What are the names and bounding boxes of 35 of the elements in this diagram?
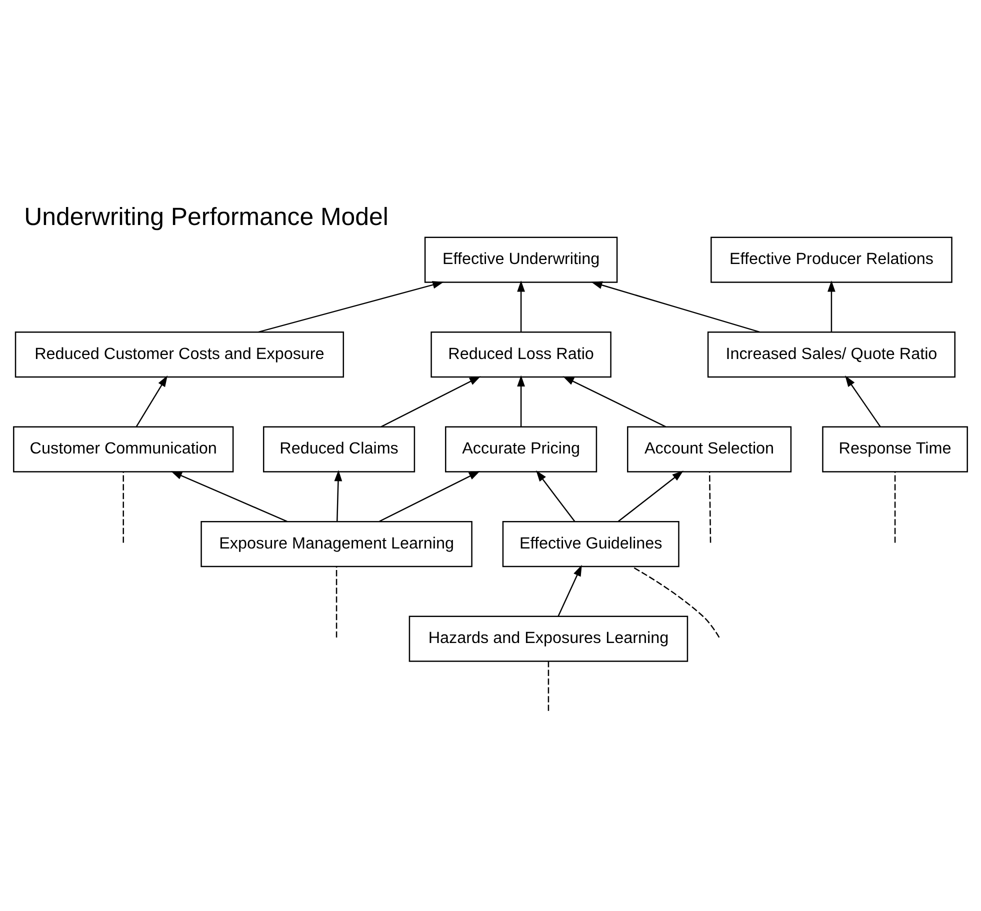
node-box: Reduced Loss Ratio bbox=[430, 331, 612, 378]
arrow bbox=[379, 470, 480, 522]
arrow bbox=[170, 470, 288, 522]
arrow bbox=[591, 280, 760, 332]
node-box: Increased Sales/ Quote Ratio bbox=[707, 331, 956, 378]
arrow bbox=[562, 376, 666, 427]
connector bbox=[548, 660, 550, 710]
node-box: Customer Communication bbox=[13, 426, 234, 472]
node-box: Hazards and Exposures Learning bbox=[408, 615, 688, 662]
node-box: Reduced Claims bbox=[262, 426, 416, 472]
connector bbox=[632, 566, 720, 638]
arrow bbox=[517, 280, 525, 332]
node-box: Response Time bbox=[822, 426, 968, 472]
connector bbox=[894, 471, 896, 542]
arrow bbox=[828, 280, 836, 332]
arrow bbox=[536, 470, 576, 522]
node-box: Account Selection bbox=[627, 426, 792, 472]
arrow bbox=[558, 564, 582, 616]
node-box: Effective Underwriting bbox=[424, 236, 618, 282]
arrow bbox=[845, 375, 881, 427]
arrow bbox=[618, 470, 684, 522]
arrow bbox=[136, 375, 168, 426]
connector bbox=[336, 566, 338, 637]
node-box: Effective Producer Relations bbox=[710, 236, 952, 282]
node-box: Reduced Customer Costs and Exposure bbox=[14, 331, 344, 378]
arrow bbox=[380, 376, 481, 427]
node-box: Accurate Pricing bbox=[445, 426, 598, 472]
connector bbox=[708, 471, 712, 542]
arrow bbox=[517, 374, 525, 426]
node-box: Exposure Management Learning bbox=[200, 520, 472, 567]
arrow bbox=[334, 469, 342, 521]
node-box: Effective Guidelines bbox=[502, 520, 680, 567]
connector bbox=[122, 471, 124, 542]
arrow bbox=[258, 280, 444, 332]
diagram-title: Underwriting Performance Model bbox=[24, 202, 388, 230]
